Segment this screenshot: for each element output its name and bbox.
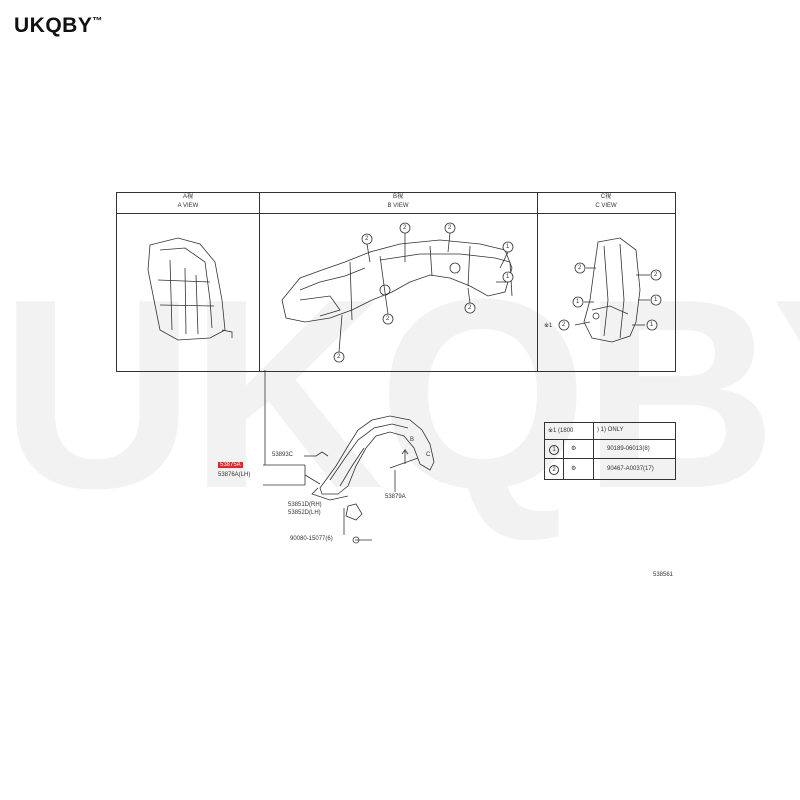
view-b-part xyxy=(281,239,513,323)
callout-2: 2 xyxy=(468,305,472,311)
fastener-header-right: ) 1) ONLY xyxy=(597,427,624,433)
callout-1: 1 xyxy=(506,244,510,250)
part-label-main-lh: 53876A(LH) xyxy=(218,472,251,478)
fastener-row-number: 2 xyxy=(549,465,559,475)
callout-1: 1 xyxy=(506,274,510,280)
part-label-shield-rh: 53851D(RH) xyxy=(288,502,322,508)
part-label-main-rh: 53875A xyxy=(218,462,243,468)
part-label-clip: 53893C xyxy=(272,452,294,458)
fastener-header-left: ※1 (1800 xyxy=(548,428,574,434)
fastener-row-number: 1 xyxy=(549,445,559,455)
callout-2: 2 xyxy=(337,354,341,360)
table-divider xyxy=(593,459,594,479)
callout-2: 2 xyxy=(562,322,566,328)
arrow-c-icon xyxy=(389,457,419,469)
callout-1: 1 xyxy=(576,299,580,305)
table-row: 1 ⚙ 90189-06013(8) xyxy=(545,439,675,459)
callout-1: 1 xyxy=(650,322,654,328)
bolt-icon: ⚙ xyxy=(571,446,577,452)
shield-part xyxy=(345,503,363,521)
fastener-table: ※1 (1800 ) 1) ONLY 1 ⚙ 90189-06013(8) 2 … xyxy=(544,422,676,480)
screw-icon xyxy=(352,536,360,544)
callout-2: 2 xyxy=(365,236,369,242)
callout-2: 2 xyxy=(448,225,452,231)
fastener-part-number: 90189-06013(8) xyxy=(607,446,650,452)
callout-2: 2 xyxy=(403,225,407,231)
arrow-b-icon xyxy=(401,448,409,464)
clip-icon: ⚙ xyxy=(571,466,577,472)
diagram-code: 538561 xyxy=(653,572,674,578)
view-divider xyxy=(259,193,260,371)
part-label-screw: 90080-15077(6) xyxy=(290,536,333,542)
fastener-part-number: 90467-A0037(17) xyxy=(607,466,654,472)
callout-note: ※1 xyxy=(544,323,553,329)
table-divider xyxy=(593,440,594,459)
table-divider xyxy=(563,459,564,479)
view-a-part xyxy=(147,237,233,341)
table-divider xyxy=(563,440,564,459)
table-row: 2 ⚙ 90467-A0037(17) xyxy=(545,458,675,479)
part-label-seal: 53879A xyxy=(385,494,406,500)
arrow-b-label: B xyxy=(410,437,415,443)
callout-2: 2 xyxy=(578,265,582,271)
callout-1: 1 xyxy=(654,297,658,303)
fender-liner-main xyxy=(311,415,435,501)
brand-logo: UKQBY™ xyxy=(14,14,103,37)
table-divider xyxy=(593,423,594,441)
callout-2: 2 xyxy=(386,316,390,322)
callout-2: 2 xyxy=(654,272,658,278)
arrow-c-label: C xyxy=(426,452,431,458)
view-c-part xyxy=(583,237,641,343)
watermark: UKQBY™ xyxy=(0,244,800,545)
part-label-shield-lh: 53852D(LH) xyxy=(288,510,321,516)
clip-icon xyxy=(315,451,329,457)
view-divider xyxy=(537,193,538,371)
